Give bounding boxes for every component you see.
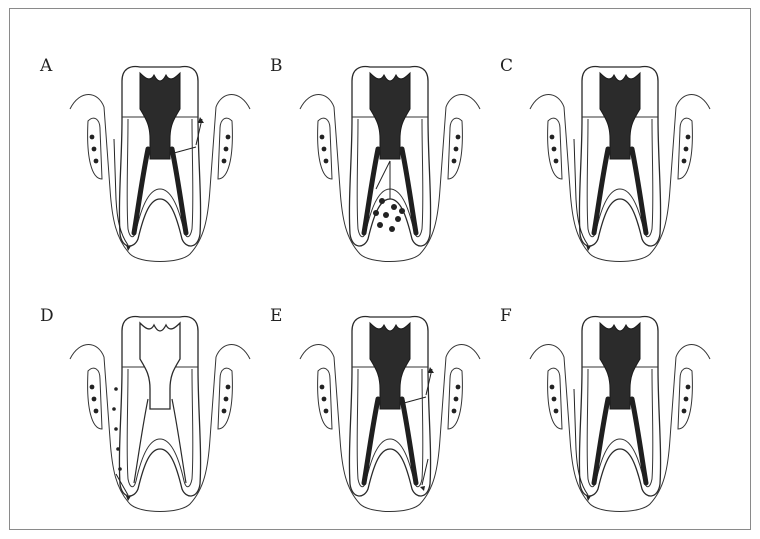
lesion-particle: [399, 208, 405, 214]
panel-label: E: [270, 306, 282, 326]
tooth-diagram-figure: A B C D E F: [10, 9, 752, 531]
panel-F: F: [500, 306, 710, 512]
root-canal-right: [402, 149, 416, 233]
panel-label: A: [39, 56, 53, 76]
bone-trabecula: [90, 135, 95, 140]
bone-trabecula: [92, 147, 97, 152]
bone-trabecula: [320, 385, 325, 390]
bone-trabecula: [324, 159, 329, 164]
root-canal-left: [134, 399, 148, 483]
bone-trabecula: [682, 409, 687, 414]
arrowhead: [198, 117, 204, 123]
bone-trabecula: [322, 147, 327, 152]
root-canal-right: [402, 399, 416, 483]
lesion-particle: [373, 210, 379, 216]
arrowhead: [428, 367, 434, 373]
bone-trabecula: [226, 135, 231, 140]
root-canal-left: [364, 149, 378, 233]
bone-trabecula: [686, 385, 691, 390]
lesion-particle: [377, 222, 383, 228]
panel-label: F: [500, 306, 512, 326]
bone-trabecula: [322, 397, 327, 402]
bone-trabecula: [224, 397, 229, 402]
furcation-arrow: [376, 161, 390, 189]
lesion-particle: [395, 216, 401, 222]
root-canal-right: [632, 399, 646, 483]
bone-trabecula: [94, 409, 99, 414]
bone-trabecula: [554, 159, 559, 164]
bone-trabecula: [686, 135, 691, 140]
panel-C: C: [500, 56, 710, 262]
panel-label: C: [500, 56, 513, 76]
bone-trabecula: [222, 159, 227, 164]
arrowhead: [420, 486, 425, 491]
pulp-chamber: [370, 73, 410, 159]
lesion-particle: [391, 204, 397, 210]
panel-B: B: [270, 56, 480, 262]
root-canal-left: [594, 149, 608, 233]
calculus-deposit: [114, 427, 118, 431]
bone-trabecula: [550, 135, 555, 140]
root-canal-left: [364, 399, 378, 483]
panel-D: D: [40, 306, 250, 512]
calculus-deposit: [112, 407, 116, 411]
bone-trabecula: [320, 135, 325, 140]
lesion-particle: [383, 212, 389, 218]
bone-trabecula: [550, 385, 555, 390]
bone-trabecula: [456, 135, 461, 140]
bone-trabecula: [682, 159, 687, 164]
bone-trabecula: [454, 397, 459, 402]
bone-trabecula: [452, 159, 457, 164]
root-canal-right: [632, 149, 646, 233]
root-canal-left: [134, 149, 148, 233]
pulp-chamber: [370, 323, 410, 409]
bone-trabecula: [94, 159, 99, 164]
bone-trabecula: [222, 409, 227, 414]
pulp-chamber: [140, 73, 180, 159]
bone-trabecula: [552, 147, 557, 152]
panel-E: E: [270, 306, 480, 512]
root-canal-left: [594, 399, 608, 483]
pulp-chamber: [600, 73, 640, 159]
bone-trabecula: [324, 409, 329, 414]
panel-label: B: [270, 56, 283, 76]
panel-A: A: [39, 56, 250, 262]
calculus-deposit: [118, 467, 122, 471]
lesion-particle: [389, 226, 395, 232]
figure-frame: A B C D E F: [9, 8, 751, 530]
pulp-chamber: [140, 323, 180, 409]
bone-trabecula: [552, 397, 557, 402]
pulp-chamber: [600, 323, 640, 409]
bone-trabecula: [452, 409, 457, 414]
bone-trabecula: [92, 397, 97, 402]
bone-trabecula: [456, 385, 461, 390]
bone-trabecula: [684, 397, 689, 402]
calculus-deposit: [116, 447, 120, 451]
bone-trabecula: [90, 385, 95, 390]
panel-label: D: [40, 306, 54, 326]
bone-trabecula: [684, 147, 689, 152]
lesion-particle: [379, 198, 385, 204]
calculus-deposit: [114, 387, 118, 391]
bone-trabecula: [226, 385, 231, 390]
bone-trabecula: [554, 409, 559, 414]
bone-trabecula: [224, 147, 229, 152]
root-canal-right: [172, 149, 186, 233]
bone-trabecula: [454, 147, 459, 152]
root-canal-right: [172, 399, 186, 483]
